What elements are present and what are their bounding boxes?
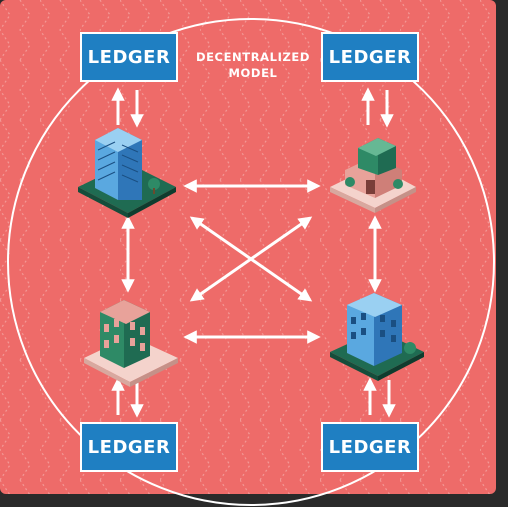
building-bottom-right-icon bbox=[330, 293, 424, 381]
building-top-right-icon bbox=[330, 138, 416, 213]
title-line-1: DECENTRALIZED bbox=[195, 50, 311, 64]
peer-arrows bbox=[121, 179, 382, 344]
ledger-box-bottom-right: LEDGER bbox=[321, 422, 419, 472]
building-top-left-icon bbox=[78, 128, 176, 218]
arrow-diagonal-2 bbox=[189, 216, 313, 302]
network-circle bbox=[7, 18, 495, 506]
building-bottom-left-icon bbox=[84, 300, 178, 387]
diagram-title: DECENTRALIZED MODEL bbox=[180, 49, 326, 81]
ledger-arrows bbox=[111, 87, 396, 418]
ledger-box-top-left: LEDGER bbox=[80, 32, 178, 82]
title-line-2: MODEL bbox=[228, 66, 278, 80]
ledger-box-top-right: LEDGER bbox=[321, 32, 419, 82]
ledger-box-bottom-left: LEDGER bbox=[80, 422, 178, 472]
